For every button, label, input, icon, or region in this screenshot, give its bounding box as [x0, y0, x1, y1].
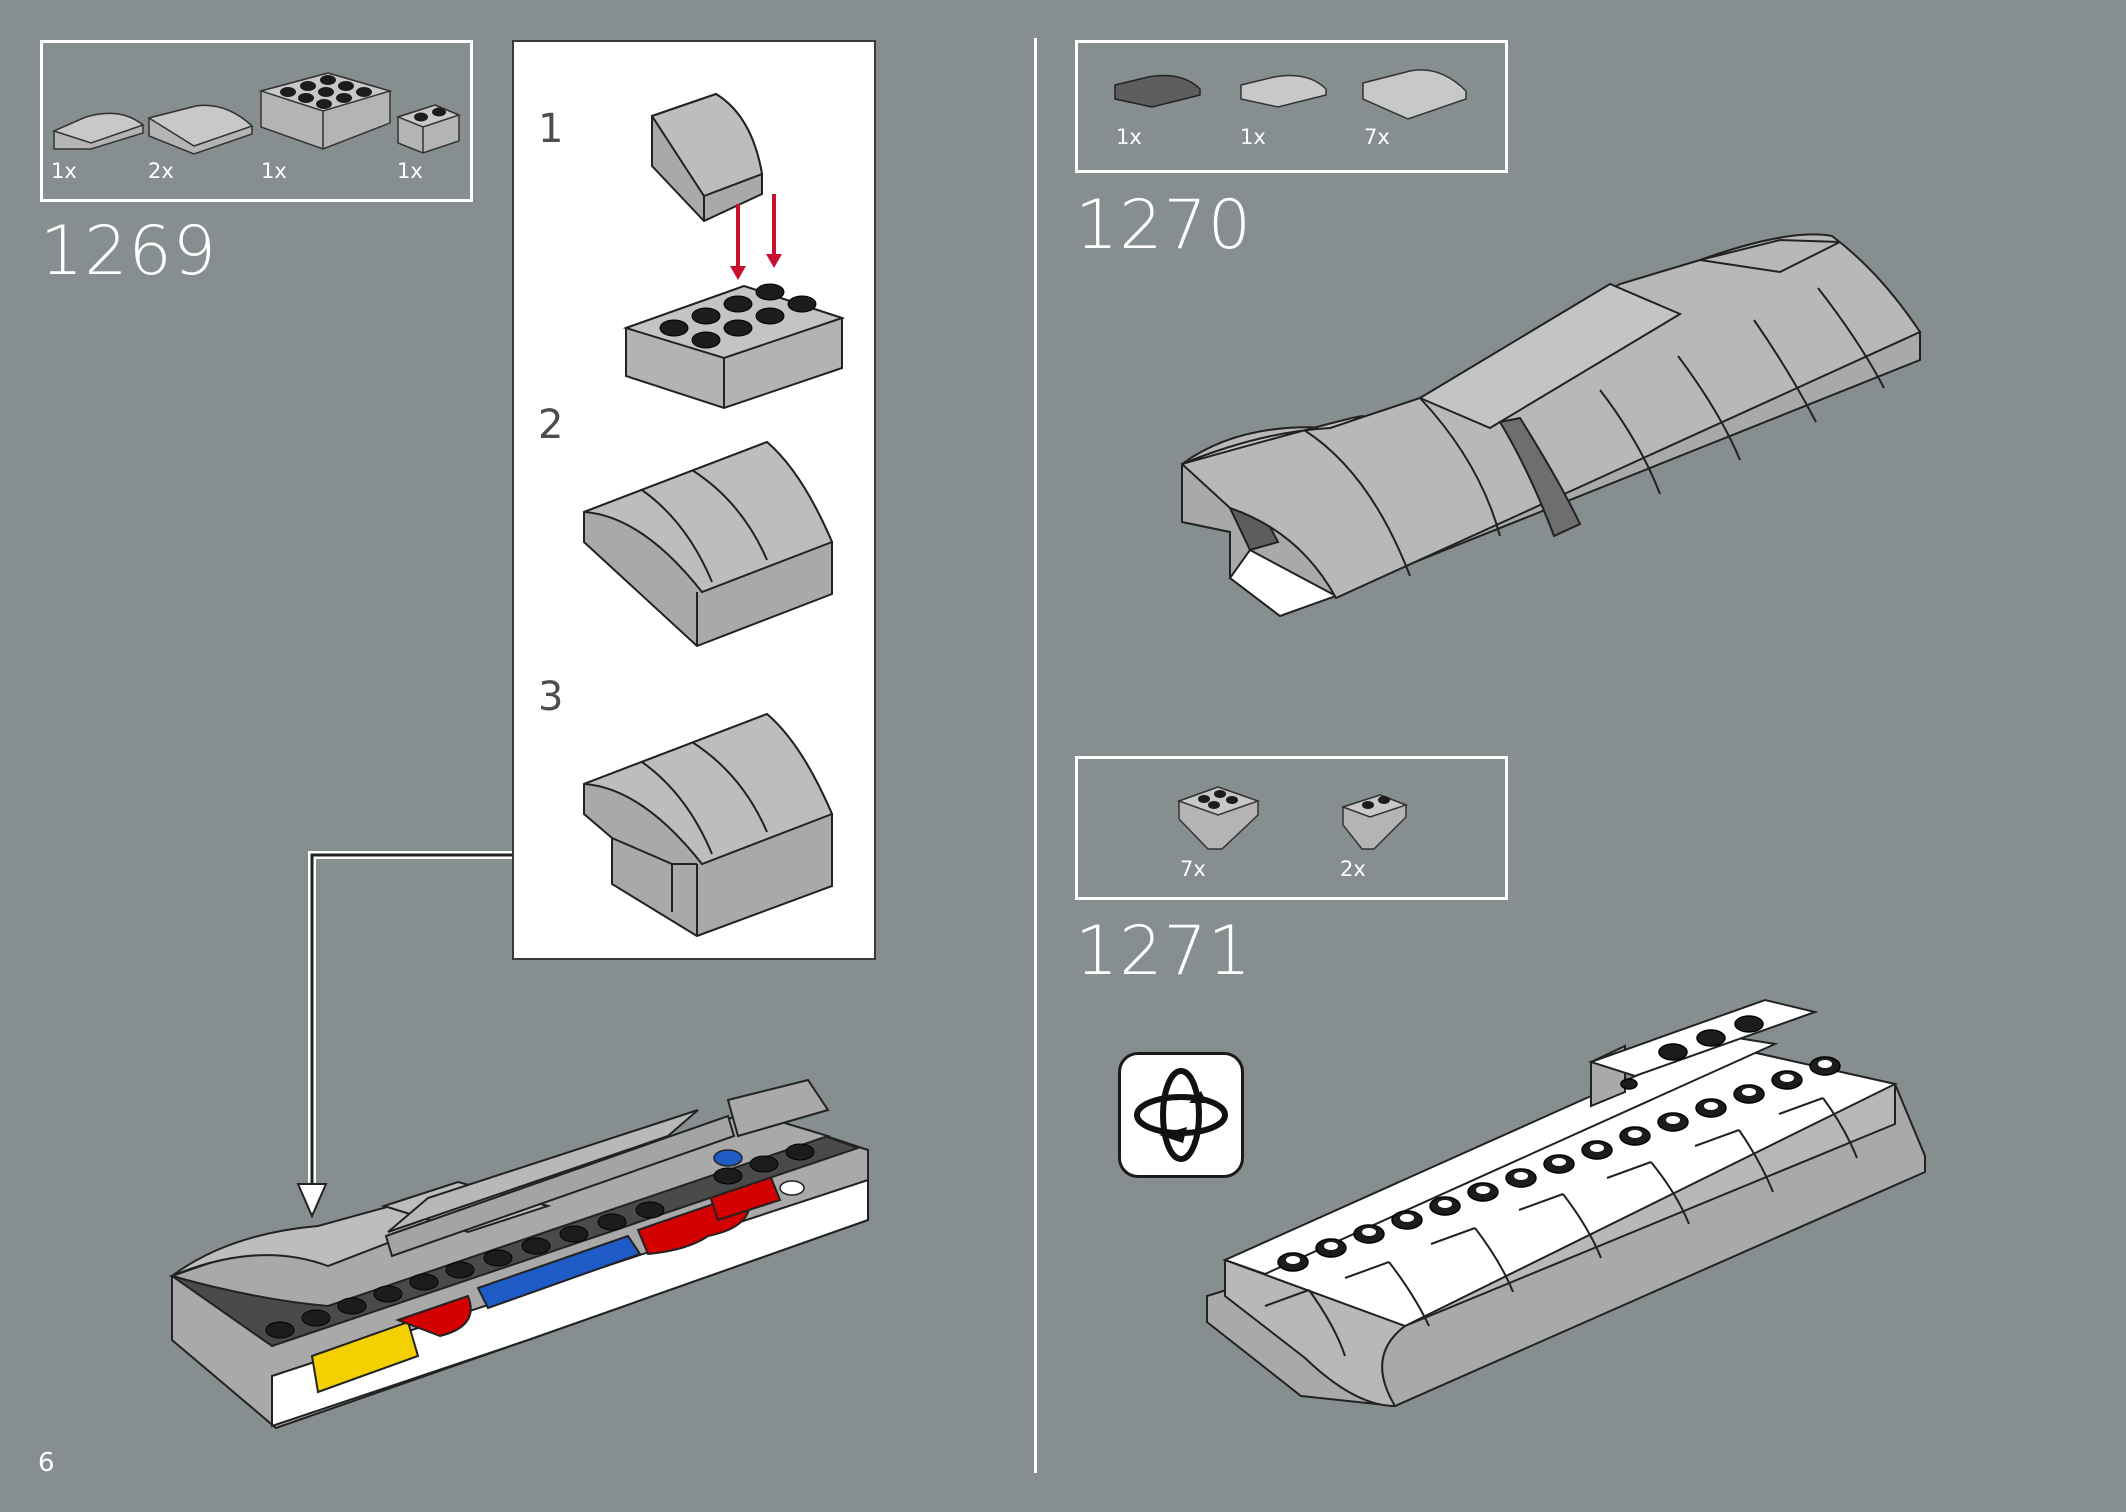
rotate-arrows-icon — [1134, 1068, 1228, 1162]
model-assembly-1269 — [168, 1078, 869, 1430]
part-curved-slope-light-large-icon — [1362, 69, 1467, 120]
part-curved-slope-small-icon — [51, 112, 145, 150]
substep-1-illustration — [622, 92, 846, 410]
part-inverted-slope-1x2-icon — [1340, 794, 1409, 850]
part-inverted-slope-2x2-icon — [1176, 786, 1261, 850]
substep-number: 3 — [538, 674, 564, 720]
parts-list-1269: 1x 2x 1x 1x — [40, 40, 473, 202]
page-number: 6 — [38, 1448, 55, 1478]
part-curved-slope-light-small-icon — [1240, 74, 1327, 108]
qty-label: 1x — [261, 159, 287, 183]
qty-label: 1x — [1116, 125, 1142, 149]
substep-3-illustration — [583, 712, 834, 938]
model-assembly-1270 — [1180, 233, 1922, 618]
parts-list-1270: 1x 1x 7x — [1075, 40, 1508, 173]
qty-label: 2x — [1340, 857, 1366, 881]
qty-label: 1x — [51, 159, 77, 183]
substep-number: 1 — [538, 106, 564, 152]
rotate-model-icon — [1118, 1052, 1244, 1178]
substep-2-illustration — [583, 440, 834, 648]
step-number: 1269 — [40, 212, 218, 291]
substep-number: 2 — [538, 402, 564, 448]
qty-label: 1x — [397, 159, 423, 183]
callout-connector — [296, 851, 512, 1219]
page-divider — [1034, 38, 1037, 1473]
qty-label: 2x — [148, 159, 174, 183]
part-brick-2x4-icon — [258, 72, 393, 150]
qty-label: 7x — [1364, 125, 1390, 149]
model-assembly-1271 — [1206, 998, 1926, 1408]
step-number: 1270 — [1075, 186, 1253, 265]
qty-label: 7x — [1180, 857, 1206, 881]
part-brick-1x2-icon — [395, 104, 462, 154]
step-number: 1271 — [1075, 912, 1253, 991]
parts-list-1271: 7x 2x — [1075, 756, 1508, 900]
qty-label: 1x — [1240, 125, 1266, 149]
sub-assembly-callout: 1 2 3 — [512, 40, 876, 960]
part-curved-slope-dark-icon — [1114, 74, 1201, 108]
part-curved-slope-large-icon — [147, 104, 254, 155]
